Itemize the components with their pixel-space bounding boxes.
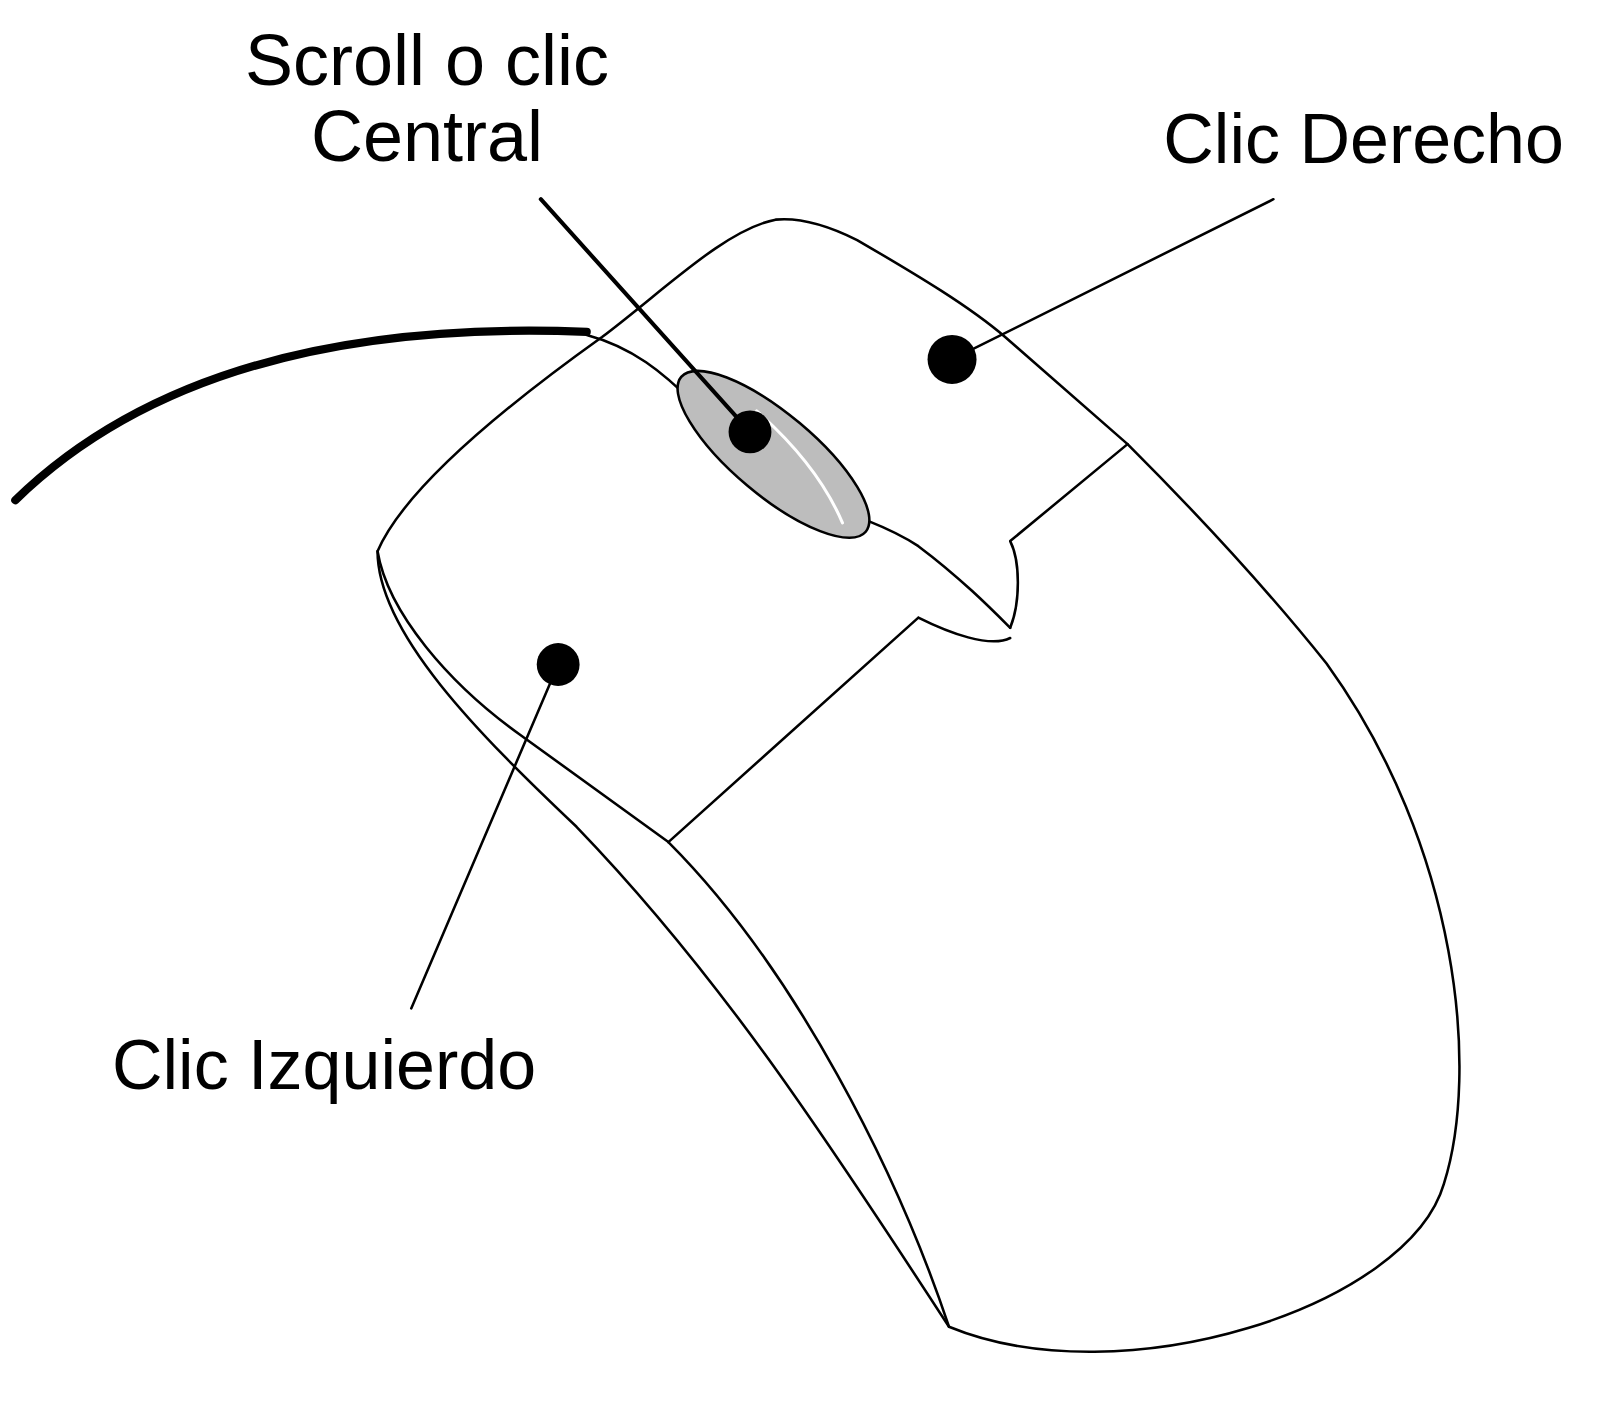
scroll-wheel: [655, 346, 892, 563]
button-split-line: [867, 521, 1010, 628]
callout-dot: [729, 410, 772, 453]
leader-line: [411, 665, 558, 1009]
leader-line: [952, 199, 1273, 359]
leader-line: [541, 199, 750, 432]
button-notch: [668, 444, 1127, 842]
mouse-body: [378, 219, 1460, 1352]
callout-dot: [537, 643, 580, 686]
part-label: Scroll o clic Central: [192, 22, 662, 175]
part-label: Clic Izquierdo: [112, 1028, 536, 1102]
callout-dot: [928, 335, 977, 384]
part-label: Clic Derecho: [1163, 102, 1564, 176]
